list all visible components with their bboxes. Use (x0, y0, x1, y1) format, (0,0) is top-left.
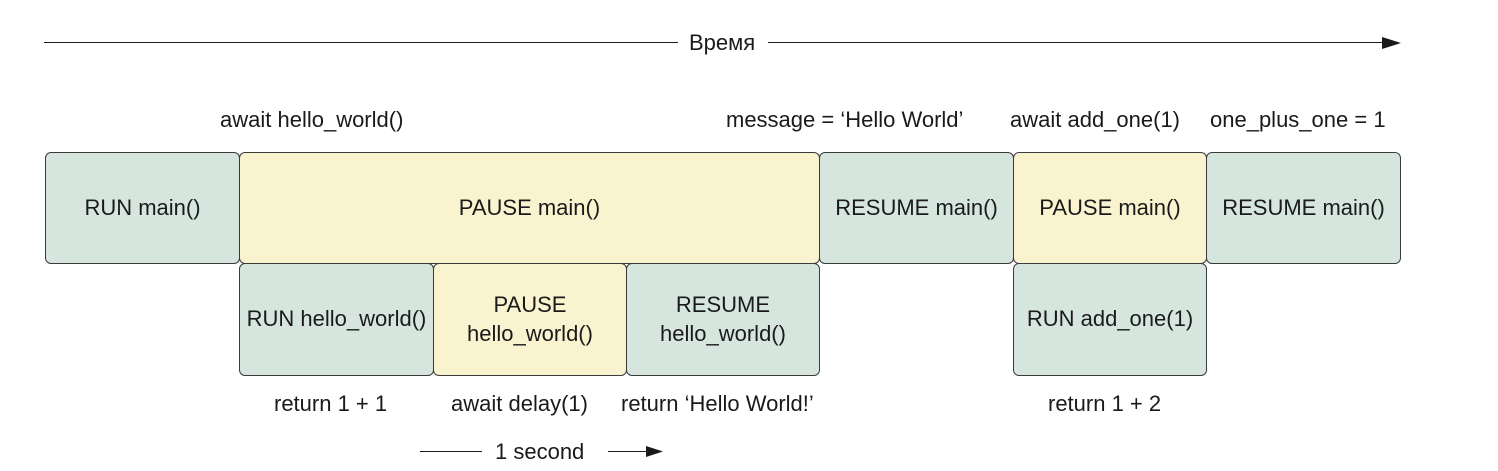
box-run-hello-world: RUN hello_world() (239, 263, 434, 376)
box-run-add-one-text: RUN add_one(1) (1026, 306, 1194, 332)
box-pause-hello-world-text: PAUSE hello_world() (467, 291, 593, 346)
box-pause-main-1: PAUSE main() (239, 152, 820, 264)
label-await-hello-world: await hello_world() (220, 107, 404, 132)
time-axis-line-right (768, 42, 1386, 43)
duration-arrowhead (646, 446, 663, 457)
box-resume-main-2: RESUME main() (1206, 152, 1401, 264)
box-run-add-one: RUN add_one(1) (1013, 263, 1207, 376)
box-pause-hello-world: PAUSE hello_world() (433, 263, 627, 376)
box-pause-main-1-text: PAUSE main() (458, 194, 601, 220)
label-message-assign: message = ‘Hello World’ (726, 107, 964, 132)
duration-label: 1 second (495, 439, 585, 464)
box-resume-hello-world: RESUME hello_world() (626, 263, 820, 376)
box-pause-main-2-text: PAUSE main() (1039, 194, 1181, 220)
time-axis-label: Время (689, 30, 756, 55)
label-await-add-one: await add_one(1) (1010, 107, 1181, 132)
box-run-main: RUN main() (45, 152, 240, 264)
time-axis-line-left (44, 42, 678, 43)
label-await-delay: await delay(1) (451, 391, 588, 416)
box-run-main-text: RUN main() (84, 194, 201, 220)
box-resume-main-1-text: RESUME main() (835, 194, 998, 220)
label-return-hello-world: return ‘Hello World!’ (621, 391, 814, 416)
label-one-plus-one: one_plus_one = 1 (1210, 107, 1386, 132)
label-return-1-plus-1: return 1 + 1 (274, 391, 388, 416)
duration-line-left (420, 451, 482, 452)
time-axis-arrowhead (1382, 37, 1401, 49)
box-resume-main-2-text: RESUME main() (1222, 194, 1385, 220)
box-run-hello-world-text: RUN hello_world() (246, 306, 427, 332)
box-resume-hello-world-text: RESUME hello_world() (660, 291, 786, 346)
duration-line-right (608, 451, 650, 452)
label-return-1-plus-2: return 1 + 2 (1048, 391, 1162, 416)
box-pause-main-2: PAUSE main() (1013, 152, 1207, 264)
box-resume-main-1: RESUME main() (819, 152, 1014, 264)
